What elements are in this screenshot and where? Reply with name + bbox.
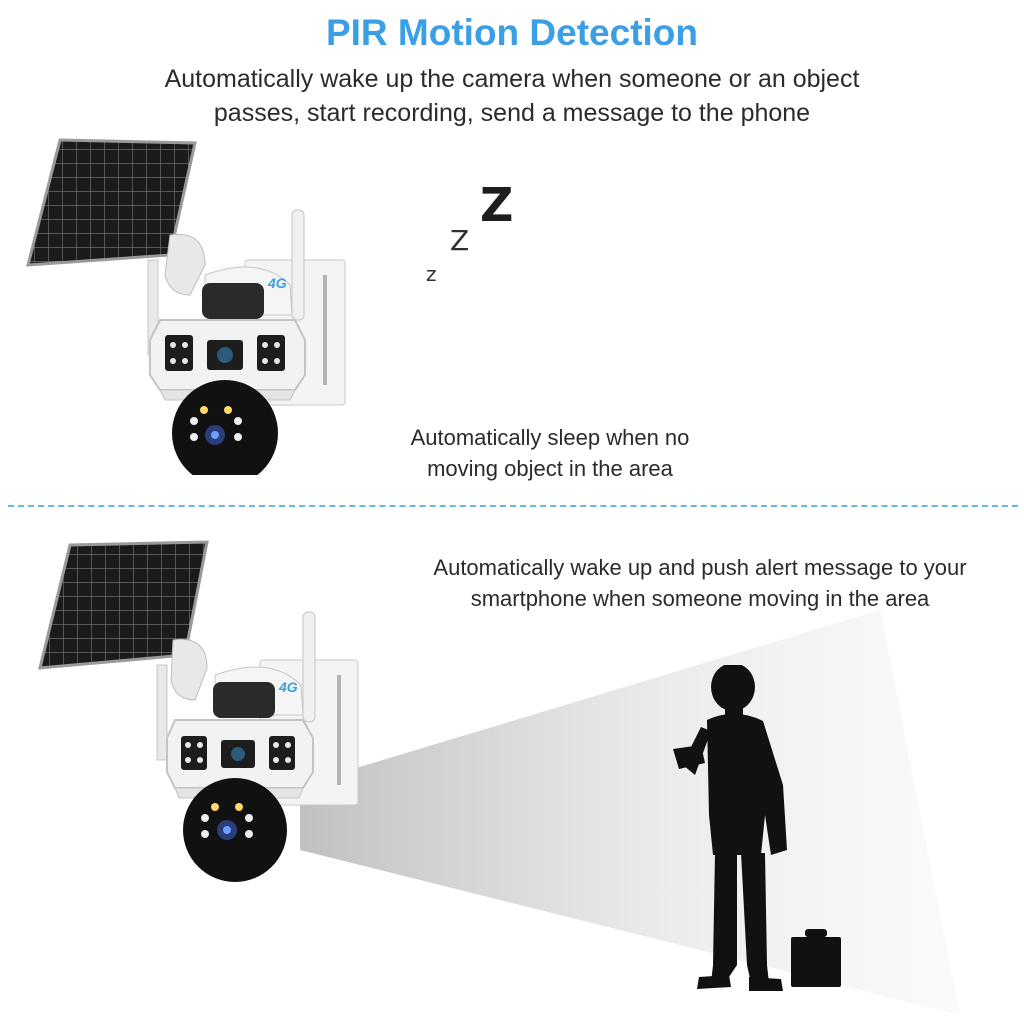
- camera-dome: [172, 380, 278, 475]
- antenna: [291, 209, 305, 321]
- detection-beam: [300, 610, 960, 1015]
- section-divider: [8, 505, 1018, 507]
- subtitle-line-1: Automatically wake up the camera when so…: [164, 65, 860, 93]
- zzz-medium: Z: [450, 224, 470, 257]
- briefcase-icon: [791, 937, 841, 987]
- person-silhouette: [673, 665, 841, 991]
- page-title: PIR Motion Detection: [325, 12, 699, 53]
- sleep-caption-line-1: Automatically sleep when no: [410, 425, 690, 450]
- sleep-caption-line-2: moving object in the area: [427, 456, 673, 481]
- wake-caption-line-1: Automatically wake up and push alert mes…: [433, 555, 967, 580]
- wake-caption-line-2: smartphone when someone moving in the ar…: [470, 586, 930, 611]
- sleep-caption: Automatically sleep when no moving objec…: [340, 422, 760, 484]
- 4g-badge: 4G: [278, 679, 298, 695]
- subtitle-line-2: passes, start recording, send a message …: [213, 99, 811, 127]
- antenna: [302, 611, 316, 723]
- wake-caption: Automatically wake up and push alert mes…: [370, 552, 1024, 614]
- 4g-badge: 4G: [267, 275, 287, 291]
- page-subtitle: Automatically wake up the camera when so…: [0, 62, 1024, 130]
- camera-sleeping-illustration: 4G: [26, 138, 346, 475]
- zzz-large: Z: [480, 178, 514, 232]
- camera-awake-illustration: 4G: [38, 540, 359, 882]
- zzz-small: z: [426, 262, 437, 286]
